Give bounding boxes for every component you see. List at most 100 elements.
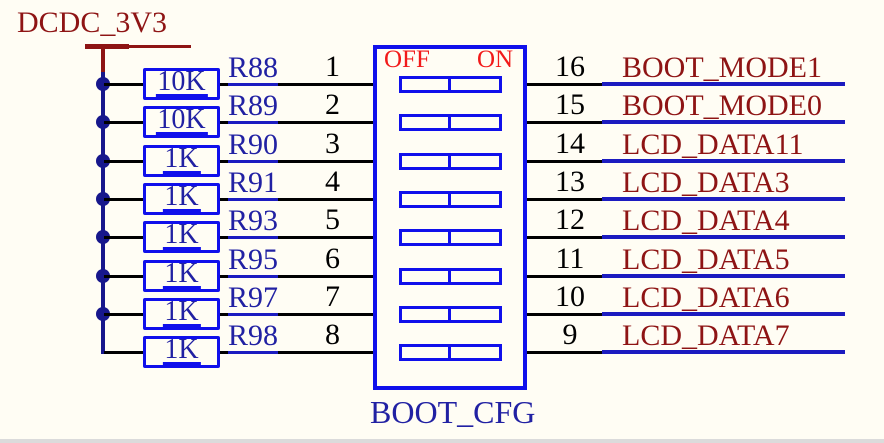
wire-resistor-to-switch [220, 236, 373, 239]
net-label[interactable]: LCD_DATA5 [622, 243, 790, 276]
net-wire-blue [602, 350, 845, 354]
resistor-value[interactable]: 1K [162, 219, 201, 250]
wire-rail-to-resistor [104, 275, 143, 278]
wire-rail-to-resistor [104, 198, 143, 201]
wire-rail-to-resistor [104, 236, 143, 239]
resistor-ref[interactable]: R89 [228, 89, 279, 124]
wire-resistor-to-switch [220, 121, 373, 124]
dip-switch-cell-divider [448, 232, 451, 243]
dip-switch-body [373, 45, 527, 390]
junction-dot [96, 230, 110, 244]
pin-number-left: 2 [325, 88, 340, 121]
dip-switch-cell[interactable] [399, 153, 502, 170]
wire-rail-to-resistor [104, 160, 143, 163]
net-wire-blue [602, 197, 845, 201]
resistor-value[interactable]: 10K [155, 104, 208, 135]
power-label-underline [129, 45, 191, 48]
bottom-edge-strip [0, 439, 884, 443]
dip-switch-cell[interactable] [399, 229, 502, 246]
wire-resistor-to-switch [220, 198, 373, 201]
pin-number-left: 6 [325, 242, 340, 275]
pin-number-left: 5 [325, 203, 340, 236]
net-wire-blue [602, 312, 845, 316]
net-label[interactable]: LCD_DATA4 [622, 204, 790, 237]
net-label[interactable]: LCD_DATA7 [622, 319, 790, 352]
junction-dot [96, 77, 110, 91]
resistor: 10K [143, 106, 220, 138]
resistor: 10K [143, 68, 220, 100]
resistor-ref[interactable]: R93 [228, 204, 279, 239]
resistor-value[interactable]: 1K [162, 296, 201, 327]
junction-dot [96, 269, 110, 283]
pin-number-right: 11 [555, 242, 585, 275]
net-wire-blue [602, 274, 845, 278]
wire-switch-to-net [527, 160, 603, 163]
wire-switch-to-net [527, 83, 603, 86]
junction-dot [96, 192, 110, 206]
pin-number-right: 16 [555, 50, 585, 83]
wire-resistor-to-switch [220, 351, 373, 354]
resistor-value[interactable]: 10K [155, 66, 208, 97]
dip-switch-cell[interactable] [399, 268, 502, 285]
dip-switch-cell[interactable] [399, 306, 502, 323]
net-label[interactable]: BOOT_MODE0 [622, 89, 822, 122]
dip-switch-cell[interactable] [399, 344, 502, 361]
wire-switch-to-net [527, 198, 603, 201]
pin-number-left: 3 [325, 127, 340, 160]
junction-dot [96, 154, 110, 168]
resistor-ref[interactable]: R97 [228, 281, 279, 316]
wire-resistor-to-switch [220, 83, 373, 86]
junction-dot [96, 307, 110, 321]
pin-number-left: 7 [325, 280, 340, 313]
power-net-label[interactable]: DCDC_3V3 [17, 6, 168, 39]
wire-switch-to-net [527, 351, 603, 354]
resistor-ref[interactable]: R95 [228, 243, 279, 278]
resistor: 1K [143, 298, 220, 330]
dip-switch-cell-divider [448, 309, 451, 320]
wire-switch-to-net [527, 313, 603, 316]
pin-number-right: 13 [555, 165, 585, 198]
resistor-ref[interactable]: R91 [228, 166, 279, 201]
net-label[interactable]: LCD_DATA11 [622, 128, 804, 161]
resistor-value[interactable]: 1K [162, 181, 201, 212]
wire-rail-to-resistor [104, 83, 143, 86]
dip-switch-cell-divider [448, 194, 451, 205]
resistor: 1K [143, 336, 220, 368]
junction-dot [96, 115, 110, 129]
resistor: 1K [143, 221, 220, 253]
resistor-ref[interactable]: R98 [228, 319, 279, 354]
pin-number-right: 14 [555, 127, 585, 160]
resistor-value[interactable]: 1K [162, 143, 201, 174]
dip-switch-cell[interactable] [399, 114, 502, 131]
net-label[interactable]: BOOT_MODE1 [622, 51, 822, 84]
resistor-value[interactable]: 1K [162, 258, 201, 289]
net-wire-blue [602, 159, 845, 163]
dip-switch-cell-divider [448, 271, 451, 282]
dip-switch-off-label: OFF [384, 46, 430, 73]
dip-switch-cell-divider [448, 79, 451, 90]
wire-rail-to-resistor [104, 121, 143, 124]
resistor-ref[interactable]: R88 [228, 51, 279, 86]
dip-switch-cell[interactable] [399, 191, 502, 208]
dip-switch-cell[interactable] [399, 76, 502, 93]
wire-rail-to-resistor [104, 351, 143, 354]
power-bar-symbol [85, 44, 129, 49]
net-label[interactable]: LCD_DATA3 [622, 166, 790, 199]
net-wire-blue [602, 82, 845, 86]
pin-number-right: 12 [555, 203, 585, 236]
resistor-value[interactable]: 1K [162, 334, 201, 365]
pin-number-right: 15 [555, 88, 585, 121]
dip-switch-cell-divider [448, 117, 451, 128]
resistor-ref[interactable]: R90 [228, 128, 279, 163]
pin-number-right: 9 [562, 318, 578, 351]
component-name-label[interactable]: BOOT_CFG [370, 394, 536, 430]
dip-switch-cell-divider [448, 347, 451, 358]
net-wire-blue [602, 120, 845, 124]
resistor: 1K [143, 183, 220, 215]
net-label[interactable]: LCD_DATA6 [622, 281, 790, 314]
wire-resistor-to-switch [220, 313, 373, 316]
pin-number-left: 4 [325, 165, 340, 198]
wire-switch-to-net [527, 275, 603, 278]
pin-number-left: 1 [325, 50, 340, 83]
